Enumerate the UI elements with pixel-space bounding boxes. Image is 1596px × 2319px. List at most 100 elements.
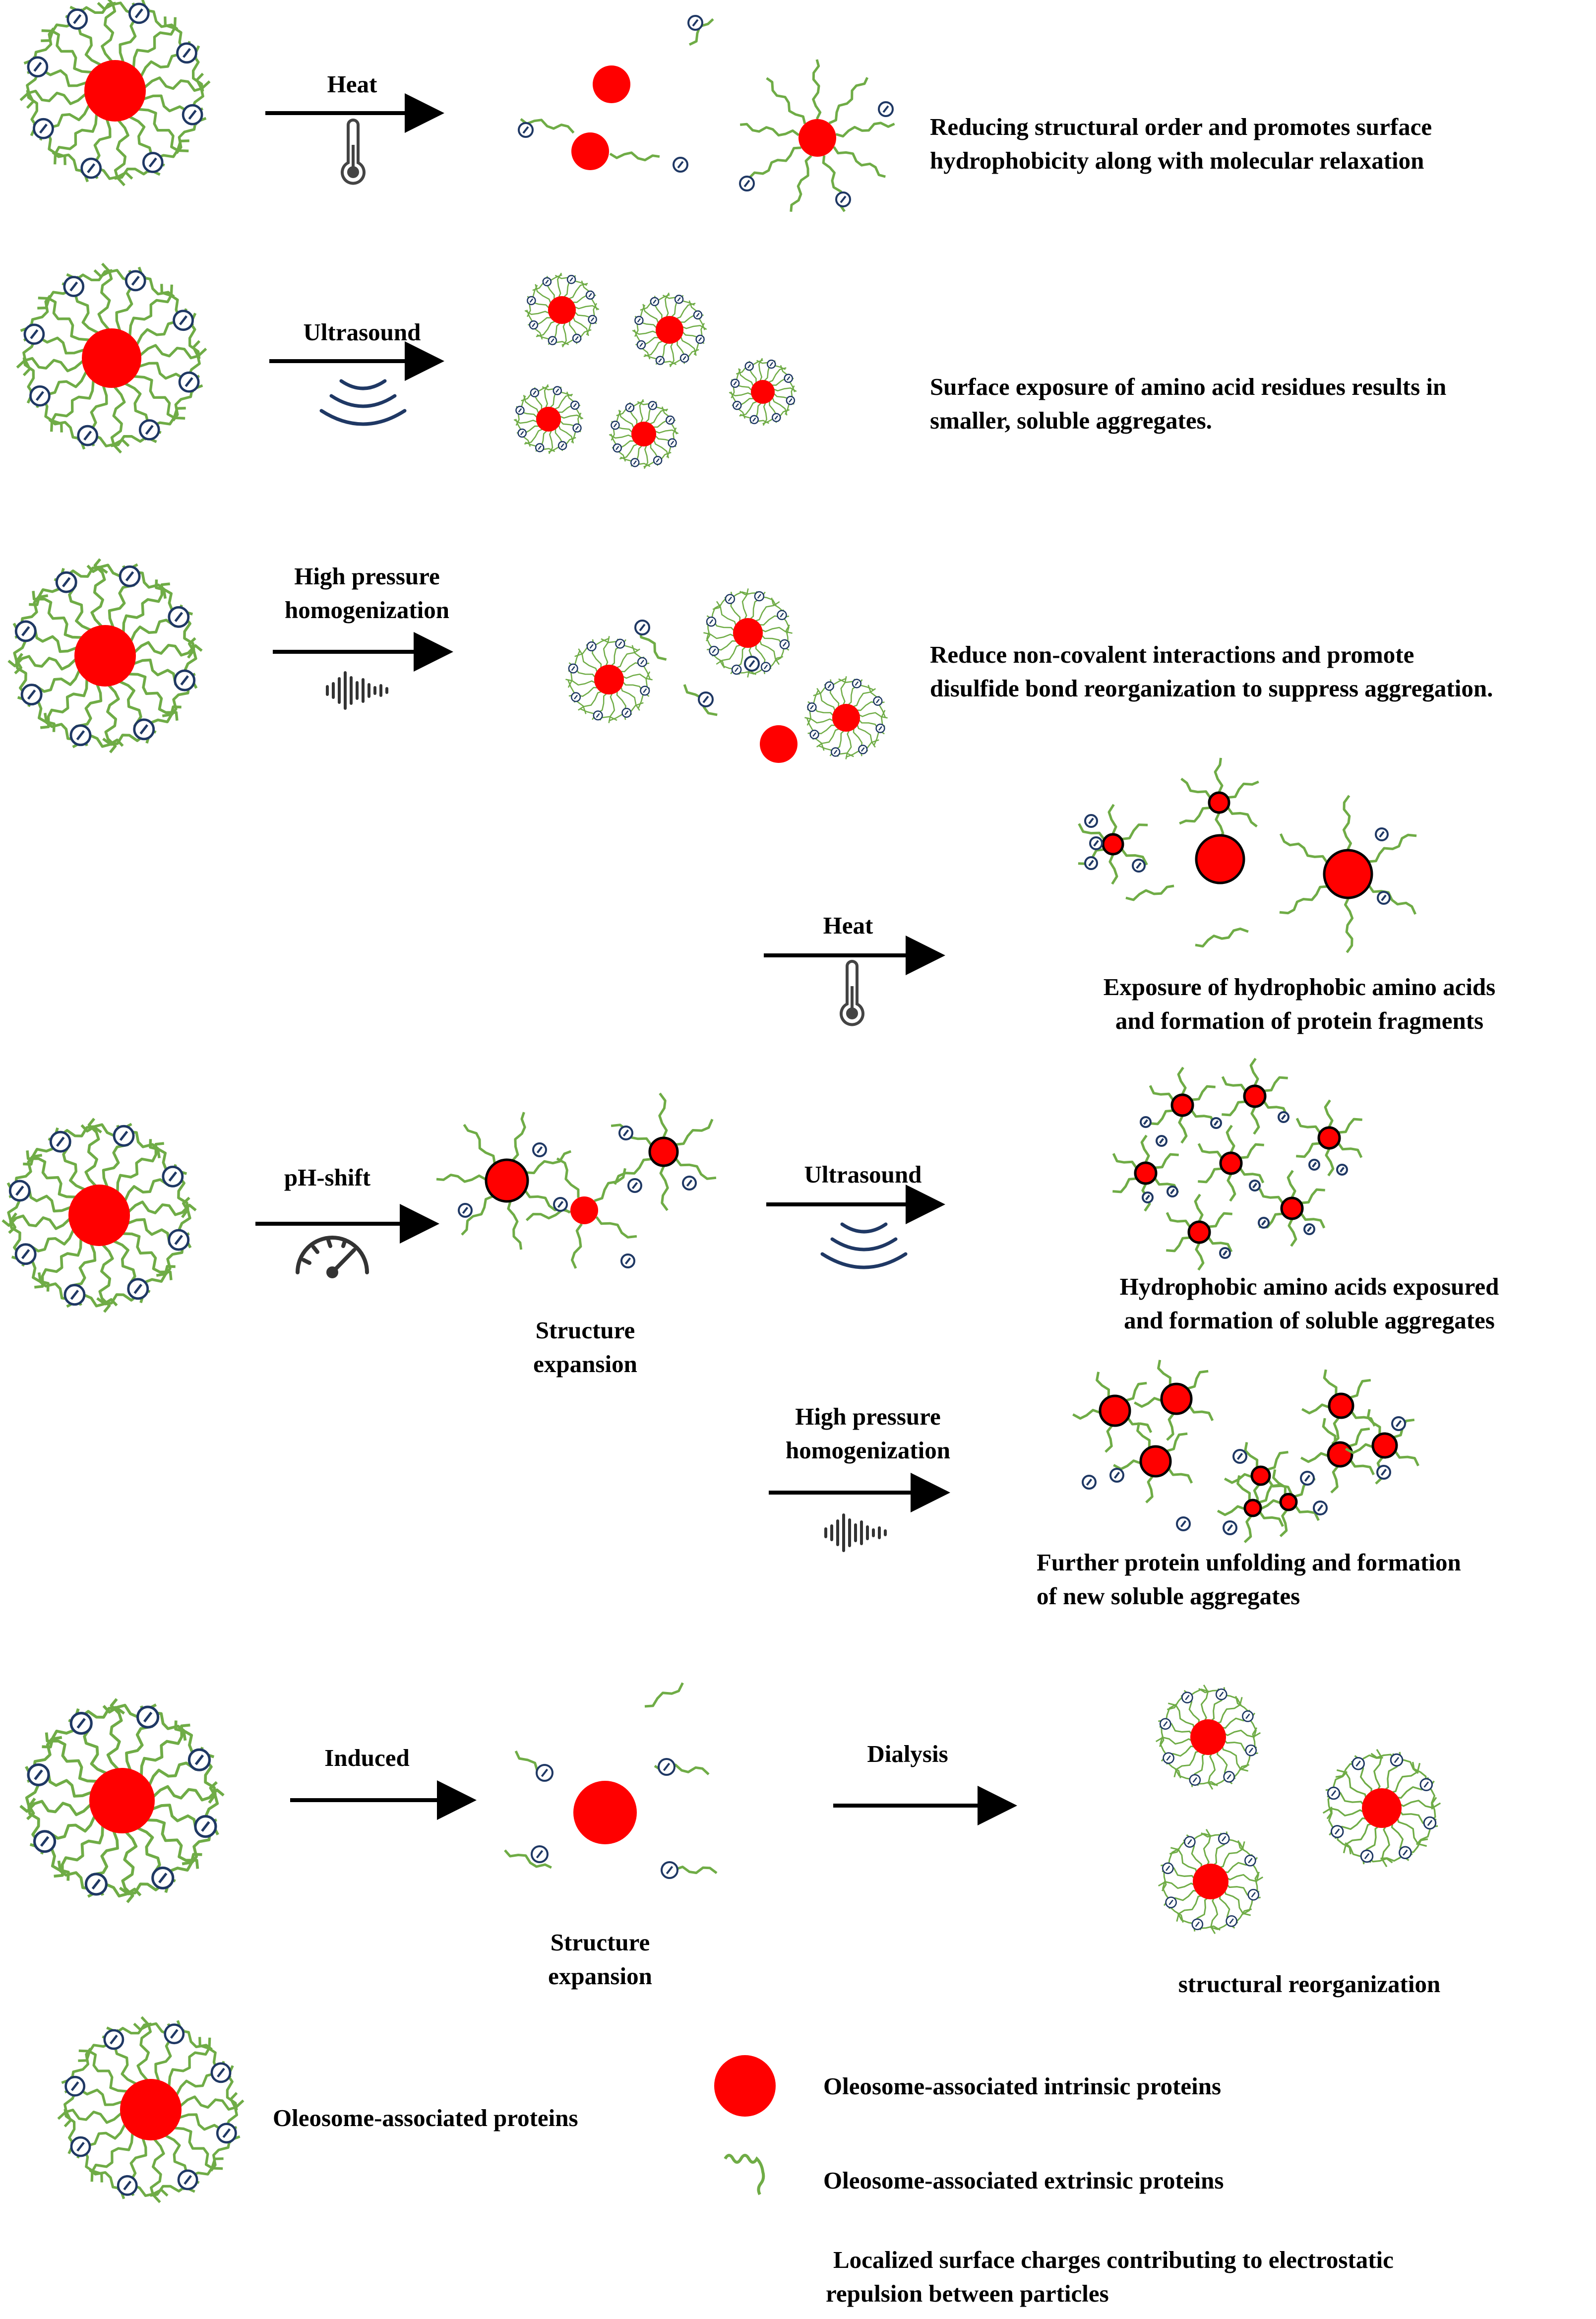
expanded-protein [1078, 804, 1148, 885]
oleosome-particle [632, 292, 707, 368]
surface-charge [878, 101, 894, 117]
ultrasound-result-line2: smaller, soluble aggregates. [930, 407, 1212, 434]
ultrasound-waves-icon [319, 379, 407, 426]
dialysis-label: Dialysis [867, 1740, 948, 1767]
legend-oleosome-label: Oleosome-associated proteins [273, 2104, 578, 2131]
surface-charge [1082, 1475, 1097, 1490]
branch-ultrasound-result-line1: Hydrophobic amino acids exposured [1119, 1273, 1499, 1300]
protein-core [760, 725, 798, 763]
surface-charge [532, 1142, 547, 1157]
surface-charge [1084, 856, 1098, 870]
expanded-protein [1221, 1058, 1289, 1135]
expanded-protein [1197, 1125, 1265, 1202]
surface-charge [1258, 1217, 1270, 1229]
surface-charge [1219, 1247, 1231, 1259]
expanded-protein [436, 1112, 572, 1250]
surface-charge [1308, 1159, 1320, 1171]
surface-charge [1142, 1191, 1154, 1203]
surface-charge [1278, 1111, 1289, 1123]
reorganization-label: structural reorganization [1178, 1970, 1441, 1998]
surface-charge [744, 656, 760, 672]
surface-charge [458, 1203, 473, 1218]
oleosome-particle [7, 558, 203, 753]
surface-charge [1084, 814, 1098, 828]
surface-charge [1303, 1223, 1315, 1235]
free-chain [1125, 884, 1174, 901]
surface-charge [1176, 1516, 1191, 1531]
thermometer-icon [341, 119, 366, 185]
surface-charge [553, 1197, 568, 1212]
legend-intrinsic-label: Oleosome-associated intrinsic proteins [823, 2072, 1222, 2100]
surface-charge [1156, 1135, 1167, 1147]
surface-charge [1140, 1116, 1152, 1128]
hph-result-line2: disulfide bond reorganization to suppres… [930, 675, 1493, 702]
surface-charge [682, 1176, 697, 1191]
branch-hph-label-line1: High pressure [795, 1403, 941, 1430]
expanded-protein [739, 59, 895, 212]
surface-charge [620, 1254, 635, 1268]
expanded-protein [1258, 1170, 1326, 1247]
branch-hph-result-line2: of new soluble aggregates [1037, 1582, 1300, 1610]
hph-result-line1: Reduce non-covalent interactions and pro… [930, 641, 1414, 668]
surface-charge [1223, 1520, 1237, 1535]
branch-ultrasound-result-line2: and formation of soluble aggregates [1124, 1307, 1495, 1334]
expanded-protein [1179, 757, 1259, 848]
branch-heat-result-line1: Exposure of hydrophobic amino acids [1103, 973, 1496, 1001]
surface-charge [536, 1764, 553, 1782]
surface-charge [835, 191, 851, 207]
surface-charge [687, 15, 703, 31]
surface-charge [1376, 1465, 1391, 1480]
legend-extrinsic-symbol [724, 2154, 765, 2195]
expanded-protein [611, 1092, 717, 1211]
protein-core [593, 65, 630, 103]
oleosome-particle [729, 358, 797, 426]
induced-label: Induced [324, 1744, 410, 1771]
surface-charge [1132, 859, 1146, 873]
branch-heat-result-line2: and formation of protein fragments [1115, 1007, 1484, 1034]
surface-charge [698, 691, 714, 707]
surface-charge [739, 176, 755, 191]
free-chain [504, 1849, 552, 1869]
expanded-protein [1301, 1369, 1376, 1445]
oleosome-particle [57, 2016, 245, 2203]
branch-ultrasound-label: Ultrasound [804, 1161, 922, 1188]
ultrasound-waves-icon [820, 1222, 908, 1269]
ultrasound-result-line1: Surface exposure of amino acid residues … [930, 373, 1447, 400]
expanded-protein [1149, 1066, 1216, 1144]
oleosome-particle [1155, 1684, 1261, 1790]
expanded-protein [1072, 1372, 1153, 1453]
ultrasound-label: Ultrasound [303, 318, 421, 346]
sound-wave-icon [326, 671, 388, 710]
hph-label-line1: High pressure [294, 563, 440, 590]
surface-charge [634, 620, 650, 635]
legend-charges-line1: Localized surface charges contributing t… [833, 2246, 1394, 2273]
surface-charge [1375, 827, 1389, 841]
branch-hph-result-line1: Further protein unfolding and formation [1037, 1549, 1461, 1576]
ph-shift-intermediate-line2: expansion [533, 1350, 637, 1378]
branch-hph-label-line2: homogenization [785, 1437, 951, 1464]
free-chain [638, 629, 667, 661]
induced-intermediate-line1: Structure [550, 1929, 650, 1956]
oleosome-particle [19, 1698, 225, 1903]
oleosome-particle [1322, 1749, 1441, 1868]
surface-charge [531, 1845, 549, 1863]
oleosome-particle [524, 272, 600, 348]
sound-wave-icon [824, 1513, 887, 1552]
heat-result-line2: hydrophobicity along with molecular rela… [930, 147, 1424, 174]
protein-core [1195, 834, 1245, 884]
free-chain [644, 1682, 684, 1708]
thermometer-icon [840, 960, 864, 1026]
legend-intrinsic-symbol [714, 2055, 776, 2117]
surface-charge [518, 122, 534, 138]
gauge-icon [296, 1236, 369, 1278]
oleosome-particle [1, 1118, 197, 1313]
surface-charge [618, 1126, 633, 1140]
protein-core [573, 1781, 637, 1844]
surface-charge [1300, 1471, 1315, 1486]
expanded-protein [1279, 795, 1417, 953]
surface-charge [1391, 1416, 1406, 1431]
oleosome-particle [513, 384, 584, 454]
free-chain [609, 151, 660, 162]
oleosome-particle [19, 0, 211, 187]
